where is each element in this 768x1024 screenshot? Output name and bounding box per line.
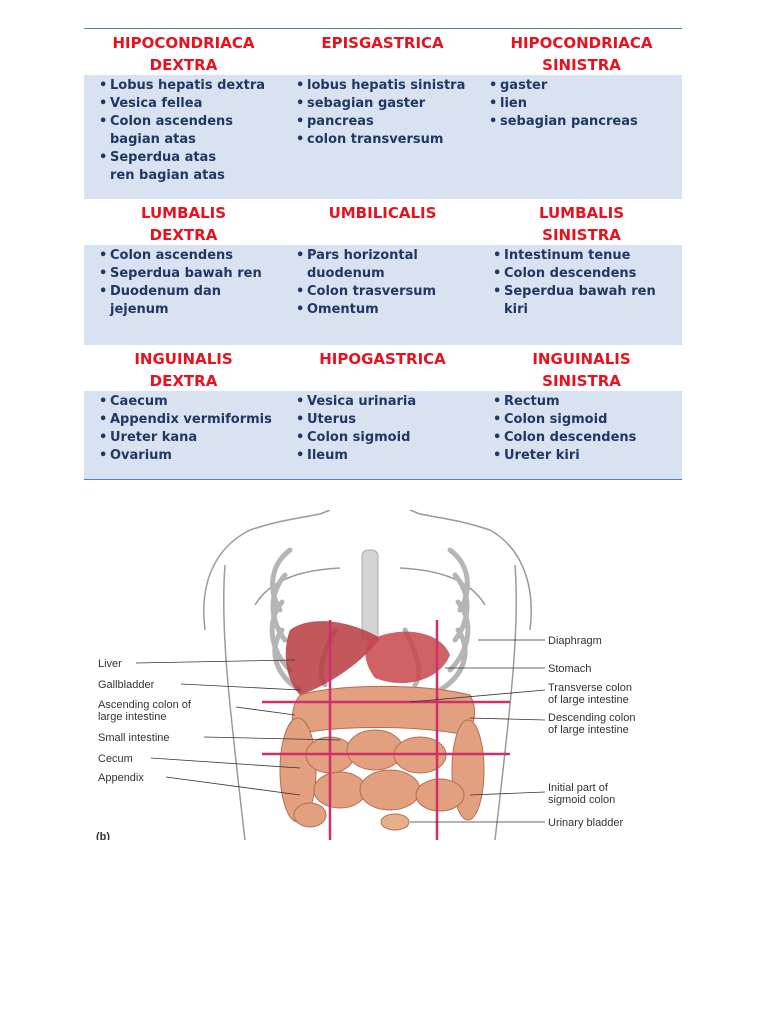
- organ-list: Vesica urinaria Uterus Colon sigmoid Ile…: [283, 391, 482, 479]
- list-item: Ureter kiri: [490, 447, 681, 465]
- list-item: sebagian gaster: [293, 95, 482, 113]
- label-stomach: Stomach: [548, 663, 591, 675]
- list-item: lien: [486, 95, 681, 113]
- torso-outline: [203, 510, 532, 840]
- organ-list: Pars horizontal duodenum Colon trasversu…: [283, 245, 482, 345]
- label-transverse-colon-2: of large intestine: [548, 694, 629, 706]
- list-item: Colon descendens: [490, 429, 681, 447]
- label-urinary-bladder: Urinary bladder: [548, 817, 624, 829]
- list-item: Ureter kana: [96, 429, 283, 447]
- list-item: Appendix vermiformis: [96, 411, 283, 429]
- leader-lines: [135, 639, 546, 823]
- organ-list: Rectum Colon sigmoid Colon descendens Ur…: [482, 391, 681, 479]
- label-appendix: Appendix: [98, 772, 144, 784]
- label-ascending-colon: Ascending colon of: [98, 699, 192, 711]
- label-gallbladder: Gallbladder: [98, 679, 155, 691]
- label-liver: Liver: [98, 658, 122, 670]
- label-sigmoid-colon: Initial part of: [548, 782, 609, 794]
- list-item: Ileum: [293, 447, 482, 465]
- region-organs-row: Lobus hepatis dextra Vesica fellea Colon…: [84, 75, 682, 199]
- label-diaphragm: Diaphragm: [548, 635, 602, 647]
- list-item: Colon ascendens bagian atas: [96, 113, 240, 149]
- list-item: Vesica fellea: [96, 95, 283, 113]
- organ-list: gaster lien sebagian pancreas: [482, 75, 681, 199]
- list-item: Omentum: [293, 301, 482, 319]
- list-item: Rectum: [490, 393, 681, 411]
- liver: [285, 621, 380, 695]
- region-grid-lines: [262, 620, 510, 840]
- list-item: gaster: [486, 77, 681, 95]
- organ-list: Lobus hepatis dextra Vesica fellea Colon…: [84, 75, 283, 199]
- list-item: Caecum: [96, 393, 283, 411]
- list-item: pancreas: [293, 113, 482, 131]
- organ-list: Caecum Appendix vermiformis Ureter kana …: [84, 391, 283, 479]
- list-item: Colon trasversum: [293, 283, 482, 301]
- panel-label: (b): [96, 831, 110, 840]
- list-item: Seperdua atas ren bagian atas: [96, 149, 240, 185]
- list-item: Seperdua bawah ren kiri: [490, 283, 674, 319]
- label-cecum: Cecum: [98, 753, 133, 765]
- list-item: Colon sigmoid: [490, 411, 681, 429]
- list-item: Colon descendens: [490, 265, 681, 283]
- list-item: Colon ascendens: [96, 247, 283, 265]
- region-title: EPISGASTRICA: [321, 34, 444, 52]
- label-sigmoid-colon-2: sigmoid colon: [548, 794, 615, 806]
- stomach: [365, 631, 450, 684]
- list-item: Uterus: [293, 411, 482, 429]
- region-title: HIPOGASTRICA: [319, 350, 446, 368]
- list-item: Intestinum tenue: [490, 247, 681, 265]
- organ-list: lobus hepatis sinistra sebagian gaster p…: [283, 75, 482, 199]
- sternum: [361, 549, 379, 641]
- list-item: Duodenum dan jejenum: [96, 283, 240, 319]
- intestines: [279, 685, 485, 828]
- urinary-bladder: [380, 813, 410, 831]
- list-item: Vesica urinaria: [293, 393, 482, 411]
- label-descending-colon: Descending colon: [548, 712, 635, 724]
- organ-list: Colon ascendens Seperdua bawah ren Duode…: [84, 245, 283, 345]
- list-item: Colon sigmoid: [293, 429, 482, 447]
- list-item: colon transversum: [293, 131, 482, 149]
- organ-list: Intestinum tenue Colon descendens Seperd…: [482, 245, 681, 345]
- abdominal-anatomy-figure: Liver Gallbladder Ascending colon of lar…: [96, 510, 635, 840]
- list-item: Lobus hepatis dextra: [96, 77, 283, 95]
- region-organs-row: Caecum Appendix vermiformis Ureter kana …: [84, 391, 682, 479]
- label-ascending-colon-2: large intestine: [98, 711, 167, 723]
- label-small-intestine: Small intestine: [98, 732, 170, 744]
- region-title: UMBILICALIS: [328, 204, 437, 222]
- list-item: Seperdua bawah ren: [96, 265, 283, 283]
- label-descending-colon-2: of large intestine: [548, 724, 629, 736]
- list-item: Ovarium: [96, 447, 283, 465]
- list-item: lobus hepatis sinistra: [293, 77, 482, 95]
- label-transverse-colon: Transverse colon: [548, 682, 632, 694]
- list-item: sebagian pancreas: [486, 113, 681, 131]
- region-organs-row: Colon ascendens Seperdua bawah ren Duode…: [84, 245, 682, 345]
- list-item: Pars horizontal duodenum: [293, 247, 447, 283]
